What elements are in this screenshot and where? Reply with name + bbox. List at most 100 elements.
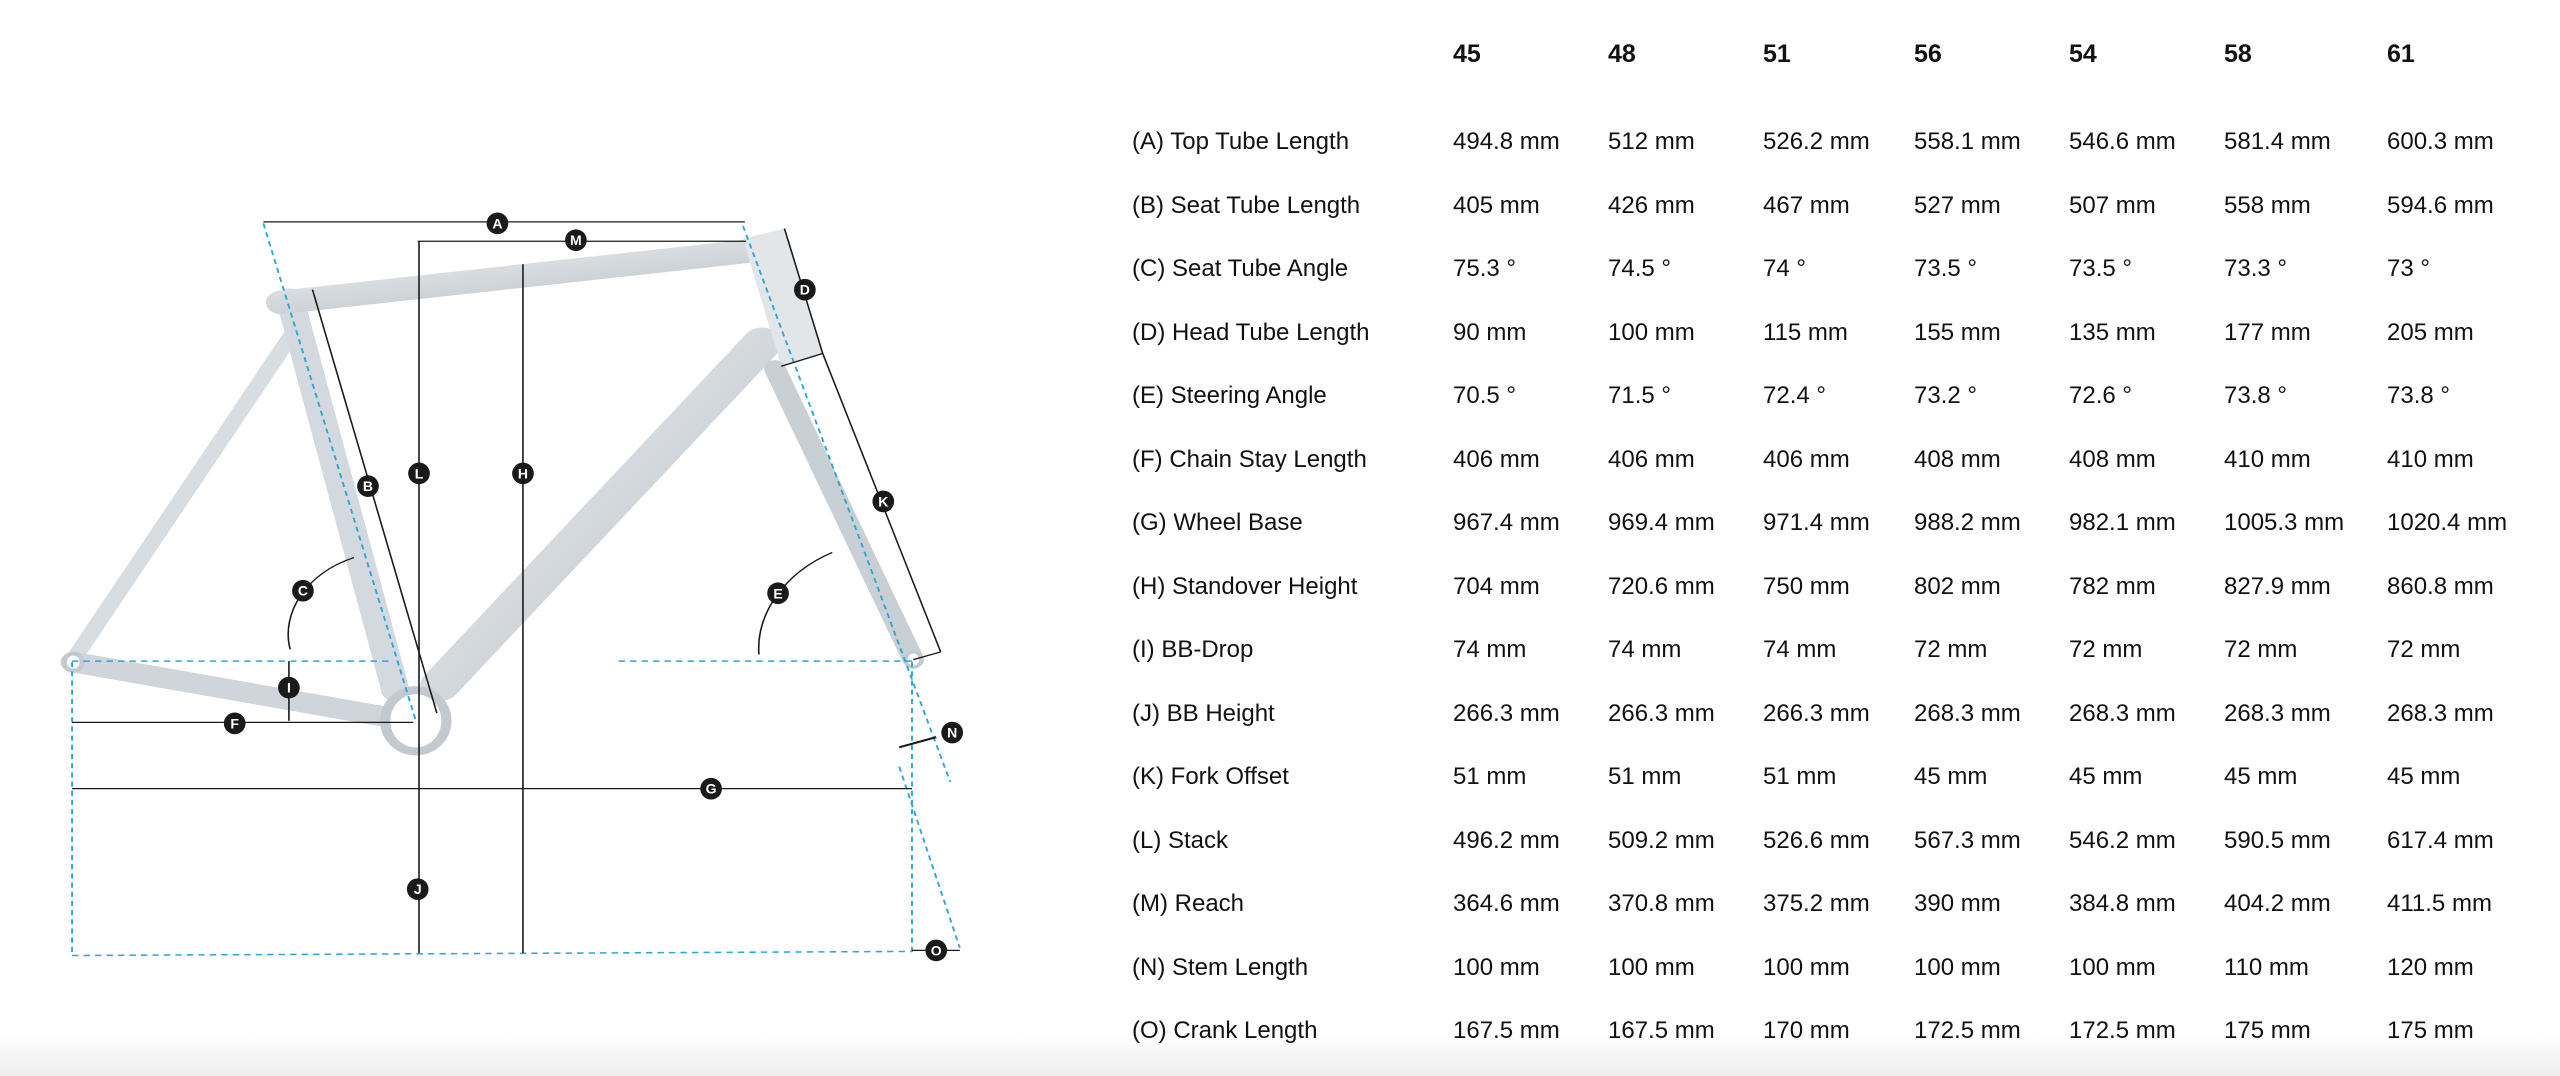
svg-text:L: L bbox=[415, 465, 424, 481]
table-cell: 750 mm bbox=[1763, 572, 1850, 600]
table-cell: 526.6 mm bbox=[1763, 826, 1870, 854]
table-cell: 527 mm bbox=[1914, 191, 2001, 219]
table-cell: 558.1 mm bbox=[1914, 128, 2021, 155]
table-cell: 581.4 mm bbox=[2224, 128, 2331, 155]
svg-text:C: C bbox=[298, 583, 308, 599]
table-cell: 74 mm bbox=[1763, 636, 1837, 663]
table-cell: 120 mm bbox=[2387, 953, 2474, 981]
table-cell: 45 mm bbox=[2069, 763, 2143, 790]
row-label: (E) Steering Angle bbox=[1132, 382, 1327, 409]
table-cell: 72 mm bbox=[2069, 636, 2143, 663]
table-cell: 406 mm bbox=[1453, 445, 1540, 473]
badge-g: G bbox=[700, 777, 722, 800]
bottom-shadow bbox=[0, 1036, 2560, 1076]
size-header: 56 bbox=[1914, 40, 1942, 68]
table-cell: 73.2 ° bbox=[1914, 382, 1977, 409]
table-cell: 75.3 ° bbox=[1453, 255, 1516, 282]
table-cell: 177 mm bbox=[2224, 318, 2311, 346]
table-cell: 410 mm bbox=[2224, 445, 2311, 473]
svg-text:O: O bbox=[931, 942, 942, 958]
badge-h: H bbox=[512, 462, 534, 485]
table-cell: 494.8 mm bbox=[1453, 128, 1560, 155]
table-cell: 1005.3 mm bbox=[2224, 509, 2345, 536]
table-cell: 74 ° bbox=[1763, 255, 1806, 282]
table-cell: 404.2 mm bbox=[2224, 890, 2331, 917]
table-cell: 720.6 mm bbox=[1608, 572, 1715, 600]
table-cell: 73.8 ° bbox=[2387, 382, 2450, 409]
badge-b: B bbox=[357, 475, 379, 497]
table-cell: 546.6 mm bbox=[2069, 128, 2176, 155]
table-cell: 268.3 mm bbox=[2224, 699, 2331, 727]
table-cell: 266.3 mm bbox=[1763, 699, 1870, 727]
size-header: 58 bbox=[2224, 40, 2252, 68]
badge-o: O bbox=[925, 939, 948, 962]
row-label: (A) Top Tube Length bbox=[1132, 128, 1350, 155]
row-label: (L) Stack bbox=[1132, 826, 1229, 854]
table-cell: 512 mm bbox=[1608, 128, 1695, 155]
badge-d: D bbox=[794, 278, 816, 301]
table-cell: 72.6 ° bbox=[2069, 382, 2132, 409]
table-cell: 72 mm bbox=[2224, 636, 2298, 663]
table-cell: 617.4 mm bbox=[2387, 826, 2494, 854]
table-cell: 172.5 mm bbox=[1914, 1017, 2021, 1044]
row-label: (F) Chain Stay Length bbox=[1132, 445, 1367, 473]
table-cell: 375.2 mm bbox=[1763, 890, 1870, 917]
svg-text:E: E bbox=[773, 585, 782, 601]
table-cell: 72 mm bbox=[1914, 636, 1988, 663]
table-cell: 802 mm bbox=[1914, 572, 2001, 600]
table-cell: 969.4 mm bbox=[1608, 509, 1715, 536]
table-cell: 982.1 mm bbox=[2069, 509, 2176, 536]
table-cell: 45 mm bbox=[2387, 763, 2461, 790]
svg-text:G: G bbox=[706, 781, 717, 797]
table-cell: 45 mm bbox=[2224, 763, 2298, 790]
size-header: 48 bbox=[1608, 40, 1636, 68]
table-cell: 175 mm bbox=[2387, 1017, 2474, 1044]
table-cell: 600.3 mm bbox=[2387, 128, 2494, 155]
table-cell: 546.2 mm bbox=[2069, 826, 2176, 854]
table-cell: 51 mm bbox=[1608, 763, 1682, 790]
table-cell: 172.5 mm bbox=[2069, 1017, 2176, 1044]
table-cell: 558 mm bbox=[2224, 191, 2311, 219]
table-cell: 526.2 mm bbox=[1763, 128, 1870, 155]
row-label: (C) Seat Tube Angle bbox=[1132, 255, 1349, 282]
table-cell: 72.4 ° bbox=[1763, 382, 1826, 409]
table-cell: 704 mm bbox=[1453, 572, 1540, 600]
table-cell: 405 mm bbox=[1453, 191, 1540, 219]
table-cell: 370.8 mm bbox=[1608, 890, 1715, 917]
svg-text:H: H bbox=[518, 465, 528, 481]
table-cell: 467 mm bbox=[1763, 191, 1850, 219]
table-cell: 100 mm bbox=[1914, 953, 2001, 981]
table-cell: 90 mm bbox=[1453, 318, 1527, 346]
row-label: (D) Head Tube Length bbox=[1132, 318, 1370, 346]
table-cell: 51 mm bbox=[1763, 763, 1837, 790]
table-cell: 268.3 mm bbox=[2069, 699, 2176, 727]
table-cell: 170 mm bbox=[1763, 1017, 1850, 1044]
badge-m: M bbox=[565, 229, 587, 252]
table-cell: 971.4 mm bbox=[1763, 509, 1870, 536]
table-cell: 567.3 mm bbox=[1914, 826, 2021, 854]
svg-text:D: D bbox=[800, 282, 810, 298]
row-label: (B) Seat Tube Length bbox=[1132, 191, 1361, 219]
table-cell: 100 mm bbox=[2069, 953, 2156, 981]
table-cell: 73 ° bbox=[2387, 255, 2430, 282]
size-header: 54 bbox=[2069, 40, 2097, 68]
badge-e: E bbox=[767, 582, 789, 605]
svg-text:M: M bbox=[570, 232, 582, 248]
table-cell: 266.3 mm bbox=[1453, 699, 1560, 727]
row-label: (I) BB-Drop bbox=[1132, 636, 1254, 663]
table-cell: 268.3 mm bbox=[2387, 699, 2494, 727]
table-cell: 205 mm bbox=[2387, 318, 2474, 346]
table-cell: 860.8 mm bbox=[2387, 572, 2494, 600]
dimension-badges: A B C D E F G H I J K L M N O bbox=[223, 212, 964, 962]
size-header: 51 bbox=[1763, 40, 1791, 68]
table-cell: 74 mm bbox=[1453, 636, 1527, 663]
table-cell: 73.3 ° bbox=[2224, 255, 2287, 282]
table-cell: 73.5 ° bbox=[2069, 255, 2132, 282]
table-cell: 967.4 mm bbox=[1453, 509, 1560, 536]
svg-text:I: I bbox=[287, 680, 291, 696]
table-cell: 406 mm bbox=[1763, 445, 1850, 473]
badge-a: A bbox=[486, 212, 509, 235]
table-cell: 100 mm bbox=[1763, 953, 1850, 981]
table-cell: 384.8 mm bbox=[2069, 890, 2176, 917]
frame-geometry-diagram: A B C D E F G H I J K L M N O bbox=[60, 212, 964, 962]
